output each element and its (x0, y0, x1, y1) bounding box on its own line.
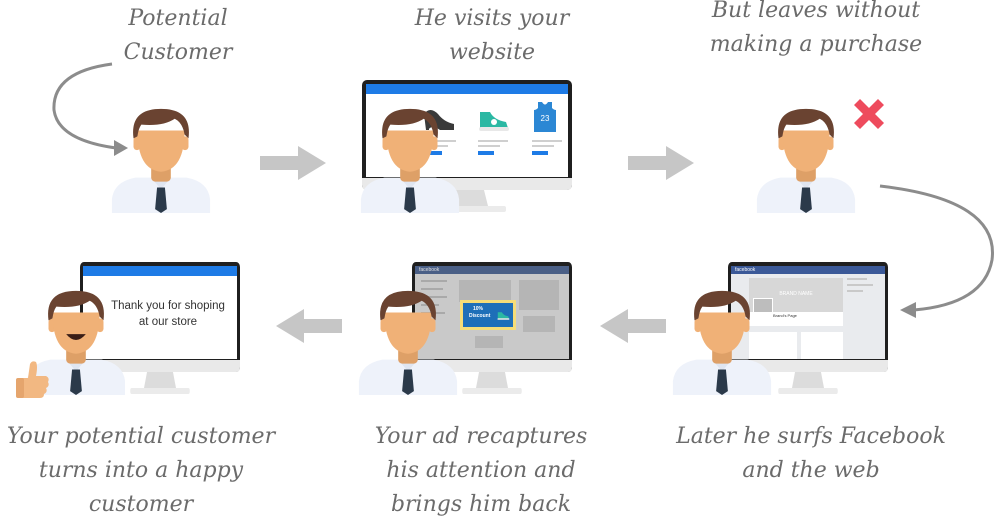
thank-you-message: Thank you for shoping at our store (111, 300, 225, 328)
facebook-post-card (749, 332, 797, 359)
sneaker-icon (479, 112, 509, 131)
caption-step-2: He visits your website (414, 6, 570, 65)
caption-step-3: But leaves without making a purchase (709, 0, 923, 57)
reject-x-icon (854, 99, 884, 129)
arrow-right-icon (260, 146, 326, 180)
ad-screen-feed-card (459, 280, 511, 302)
thank-you-monitor: Thank you for shoping at our store (80, 262, 240, 394)
cover-brand-text: BRAND NAME (779, 291, 813, 297)
facebook-post-card (801, 332, 843, 359)
ad-screen: facebook 10% Discount (415, 266, 569, 359)
caption-step-4: Later he surfs Facebook and the web (676, 424, 946, 483)
product-text-lines-3 (532, 140, 562, 155)
ad-screen-feed-card (475, 336, 503, 348)
discount-label: Discount (469, 313, 491, 319)
thank-you-screen: Thank you for shoping at our store (83, 266, 237, 359)
facebook-header-bar: facebook (731, 266, 885, 274)
facebook-screen: facebook BRAND NAME Brand's Page (731, 266, 885, 359)
curved-arrow-down-icon (879, 184, 994, 318)
product-text-lines-2 (478, 140, 508, 155)
arrow-right-icon (628, 146, 694, 180)
jersey-number: 23 (540, 114, 550, 123)
caption-step-1: Potential Customer (123, 6, 233, 65)
jersey-icon: 23 (534, 102, 556, 132)
ad-screen-header-bar: facebook (415, 266, 569, 274)
caption-step-6: Your potential customer turns into a hap… (6, 424, 276, 517)
discount-ad-content: 10% Discount (463, 303, 513, 327)
person-icon (111, 105, 211, 213)
person-icon (756, 105, 856, 213)
thank-you-header-bar (83, 266, 237, 276)
ad-screen-feed-card (519, 280, 559, 310)
facebook-page-name: Brand's Page (773, 313, 797, 318)
curved-arrow-into-customer (52, 62, 128, 156)
arrow-left-icon (600, 309, 666, 343)
facebook-logo: facebook (419, 267, 440, 273)
discount-percent: 10% (473, 306, 484, 312)
discount-ad-banner: 10% Discount (460, 300, 516, 330)
person-icon (360, 105, 460, 213)
thumbs-up-icon (16, 361, 49, 398)
arrow-left-icon (276, 309, 342, 343)
website-header-bar (366, 84, 568, 94)
person-icon (672, 287, 772, 395)
sneaker-icon (497, 312, 510, 320)
ad-monitor: facebook 10% Discount (412, 262, 572, 394)
facebook-right-column (847, 278, 881, 318)
caption-step-5: Your ad recaptures his attention and bri… (374, 424, 588, 517)
facebook-page-bar: Brand's Page (749, 312, 843, 326)
facebook-monitor: facebook BRAND NAME Brand's Page (728, 262, 888, 394)
person-icon (358, 287, 458, 395)
ad-screen-feed-card (523, 316, 555, 332)
facebook-logo: facebook (735, 267, 756, 273)
